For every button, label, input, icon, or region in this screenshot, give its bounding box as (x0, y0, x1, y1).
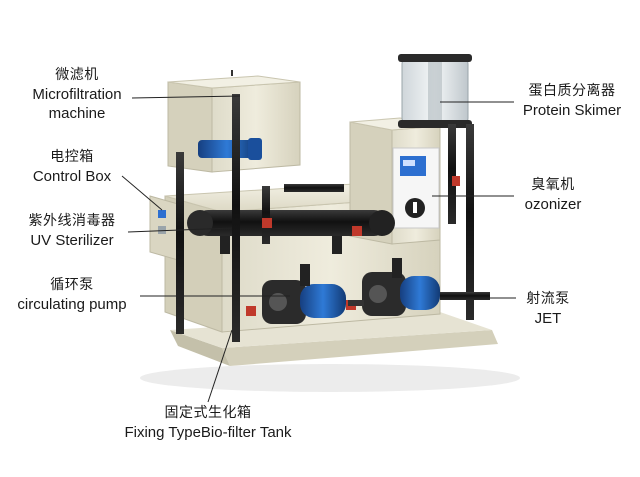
label-circulating-pump-en: circulating pump (17, 296, 127, 313)
label-uv-sterilizer: 紫外线消毒器 UV Sterilizer (16, 212, 128, 250)
label-control-box-en: Control Box (32, 168, 112, 185)
label-ozonizer: 臭氧机 ozonizer (512, 176, 594, 214)
label-microfiltration-en2: machine (48, 105, 106, 122)
leader-tank (207, 329, 233, 403)
floor-shadow (140, 364, 520, 392)
label-uv-sterilizer-zh: 紫外线消毒器 (28, 213, 116, 229)
leader-lines (121, 95, 516, 403)
label-circulating-pump: 循环泵 circulating pump (4, 276, 140, 314)
label-ozonizer-en: ozonizer (524, 196, 582, 213)
leader-microfiltration (131, 95, 241, 99)
label-biofilter-tank: 固定式生化箱 Fixing TypeBio-filter Tank (108, 404, 308, 442)
leader-uv (127, 227, 233, 233)
label-jet-en: JET (534, 310, 562, 327)
microfilter-side (167, 81, 213, 173)
pipe-right (466, 124, 474, 320)
label-protein-skimmer-zh: 蛋白质分离器 (528, 83, 616, 99)
label-microfiltration-zh: 微滤机 (55, 67, 99, 83)
label-biofilter-tank-zh: 固定式生化箱 (164, 405, 252, 421)
jet-pump-2 (362, 272, 440, 316)
microfilter-motor (198, 140, 256, 158)
valve-4 (246, 306, 256, 316)
label-circulating-pump-zh: 循环泵 (50, 277, 94, 293)
uv-sterilizer-tube (195, 210, 387, 236)
leader-control-box (121, 175, 163, 211)
label-biofilter-tank-en: Fixing TypeBio-filter Tank (124, 424, 292, 441)
label-control-box-zh: 电控箱 (50, 149, 94, 165)
label-uv-sterilizer-en: UV Sterilizer (30, 232, 114, 249)
pipe-left (176, 152, 184, 334)
valve-2 (352, 226, 362, 236)
label-microfiltration: 微滤机 Microfiltration machine (17, 66, 137, 123)
valve-1 (262, 218, 272, 228)
base-plinth (222, 330, 498, 366)
label-protein-skimmer: 蛋白质分离器 Protein Skimer (512, 82, 632, 120)
label-jet-zh: 射流泵 (526, 291, 570, 307)
label-control-box: 电控箱 Control Box (22, 148, 122, 186)
label-jet: 射流泵 JET (516, 290, 580, 328)
circulating-pump-1 (262, 280, 346, 324)
label-ozonizer-zh: 臭氧机 (531, 177, 575, 193)
microfilter-top (167, 75, 301, 89)
label-microfiltration-en1: Microfiltration (32, 86, 122, 103)
label-protein-skimmer-en: Protein Skimer (522, 102, 622, 119)
valve-3 (452, 176, 460, 186)
